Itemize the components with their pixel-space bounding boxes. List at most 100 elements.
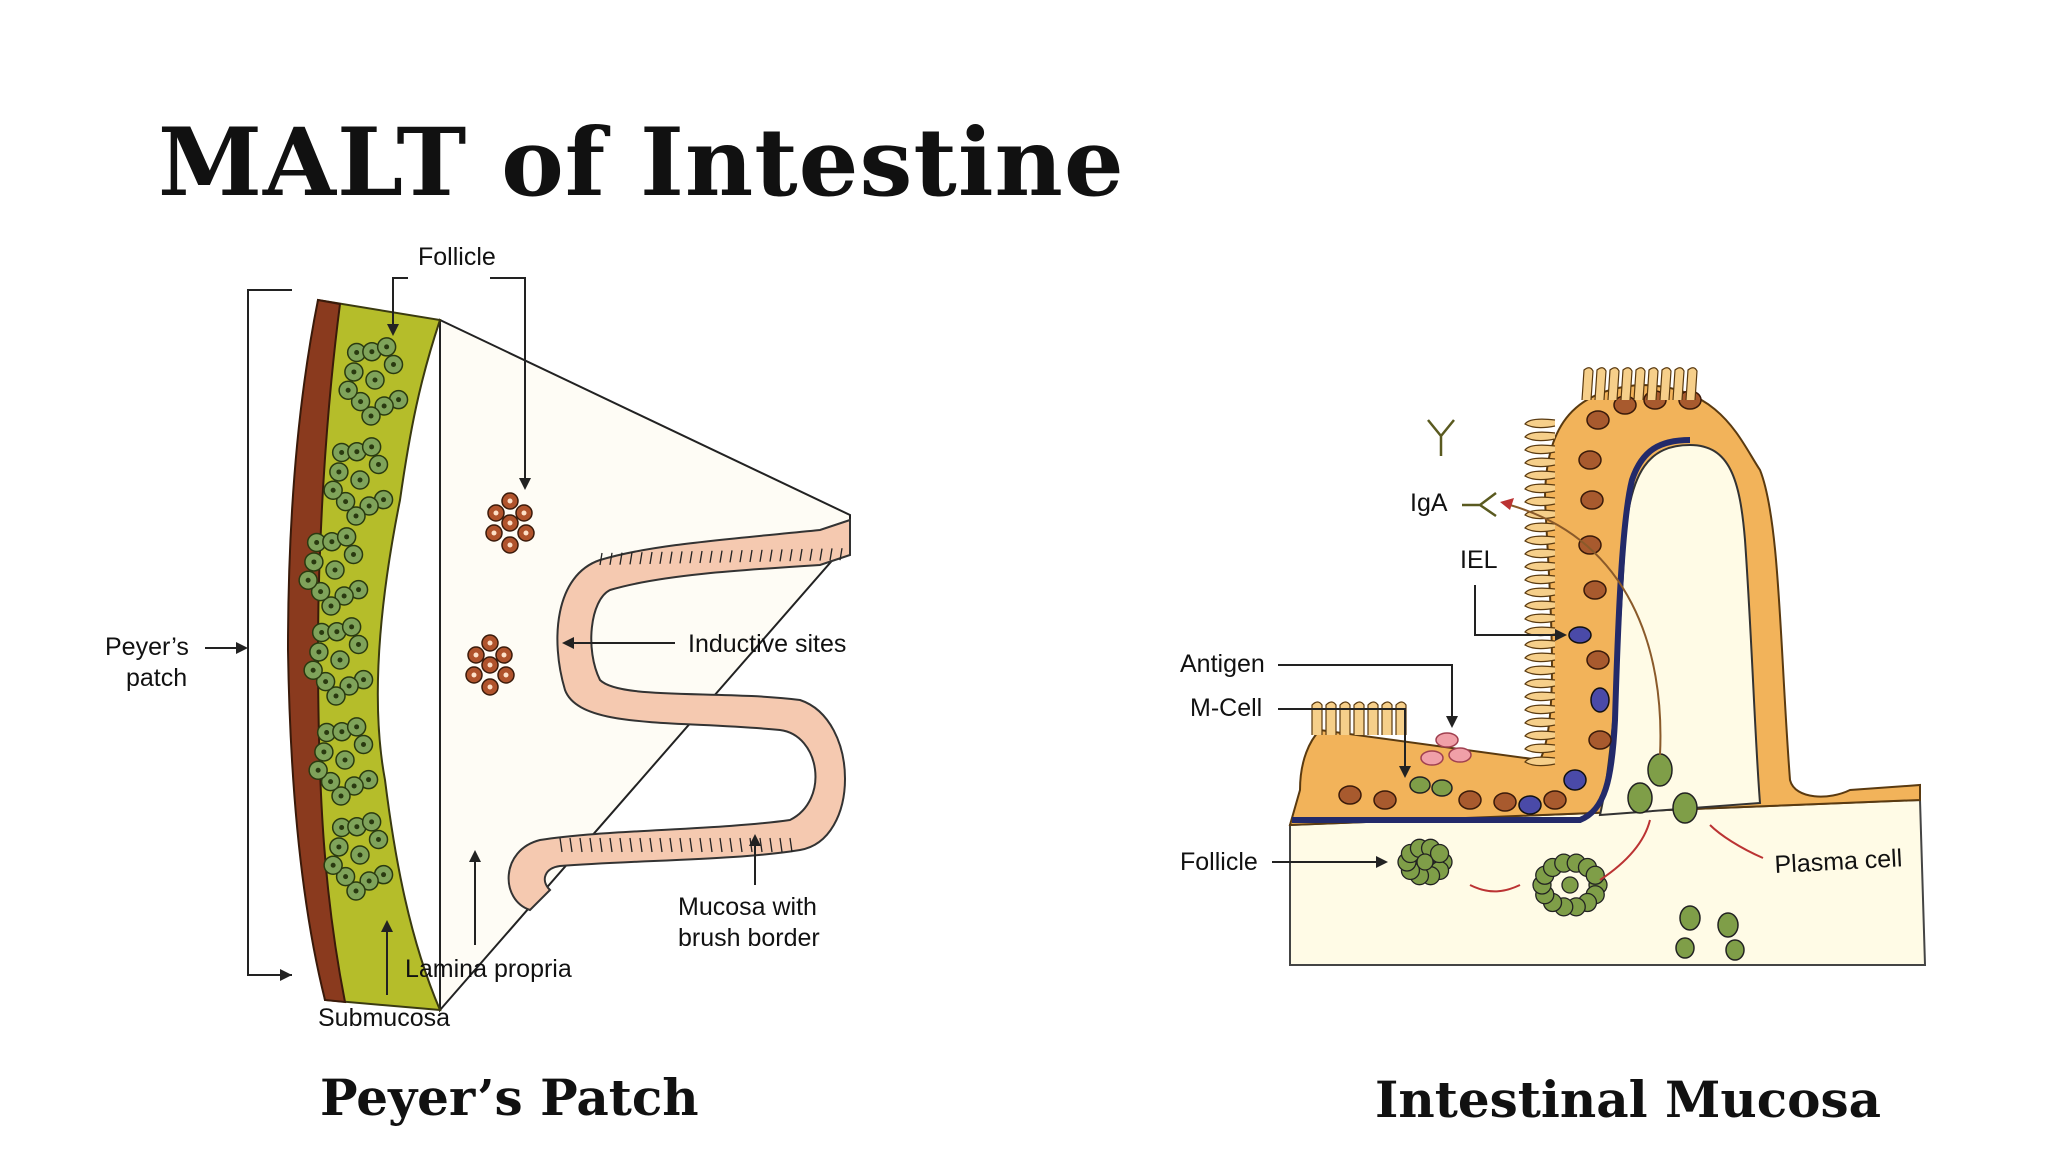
epithelial-nucleus — [1586, 650, 1610, 670]
microvillus — [1685, 367, 1698, 401]
follicle-cell-nucleus — [346, 683, 352, 689]
follicle-cell-nucleus — [324, 729, 330, 735]
follicle-cell-nucleus — [323, 679, 329, 685]
antigen-particle — [1420, 750, 1444, 766]
brush-border-tick — [649, 551, 653, 565]
caption-intestinal-mucosa: Intestinal Mucosa — [1375, 1070, 1882, 1129]
lymphocyte-nucleus — [507, 542, 513, 548]
follicle-cell-nucleus — [336, 844, 342, 850]
follicle-cell — [1561, 876, 1579, 894]
plasma-cell — [1717, 912, 1739, 938]
microvillus — [1524, 678, 1556, 689]
microvillus — [1524, 574, 1556, 585]
lymphocyte-nucleus — [487, 684, 493, 690]
label-iga: IgA — [1410, 489, 1448, 517]
brush-border-tick — [599, 552, 603, 566]
brush-border-tick — [659, 837, 663, 853]
follicle-cell-nucleus — [366, 503, 372, 509]
brush-border-tick — [709, 550, 713, 563]
brush-border-tick — [559, 837, 563, 853]
peyers-patch-diagram: Follicle Peyer’s patch Inductive sites M… — [105, 243, 851, 1032]
brush-border-tick — [609, 837, 613, 853]
label-submucosa: Submucosa — [318, 1004, 450, 1032]
brush-border-tick — [759, 837, 763, 853]
brush-border-tick — [779, 837, 783, 853]
lamina-base — [1289, 798, 1927, 966]
microvillus — [1367, 701, 1379, 735]
iga-secretion-arrow — [1509, 504, 1662, 756]
brush-border-tick — [699, 837, 703, 853]
brush-border-tick — [639, 552, 643, 565]
label-lamina-propria: Lamina propria — [405, 955, 572, 983]
follicle-cell-nucleus — [351, 783, 357, 789]
follicle-cell-nucleus — [311, 559, 317, 565]
follicle-cell-nucleus — [315, 767, 321, 773]
lymphocyte-cluster — [485, 492, 535, 554]
m-cell-arrow — [1399, 766, 1411, 778]
lymphocyte-nucleus — [493, 510, 499, 516]
migration-arrow — [1709, 824, 1764, 859]
brush-border-tick — [579, 837, 583, 853]
microvillus — [1524, 613, 1556, 624]
follicle-cell-nucleus — [396, 397, 402, 403]
follicle-cell-nucleus — [330, 487, 336, 493]
brush-border-tick — [799, 548, 803, 562]
epithelial-nucleus — [1373, 790, 1397, 810]
follicle-cell-nucleus — [305, 577, 311, 583]
follicle-pointer-2 — [490, 277, 526, 480]
brush-border-tick — [739, 550, 743, 563]
follicle-cell-nucleus — [366, 777, 372, 783]
follicle-cell-nucleus — [339, 824, 345, 830]
epithelial-nucleus — [1543, 790, 1567, 810]
label-m-cell: M-Cell — [1190, 694, 1262, 722]
brush-border — [559, 548, 843, 853]
label-mucosa-1: Mucosa with — [678, 893, 817, 921]
follicle-cell-nucleus — [356, 642, 362, 648]
follicle-cluster — [308, 717, 379, 806]
microvillus — [1311, 701, 1323, 735]
brush-border-tick — [819, 548, 823, 561]
brush-border-tick — [809, 548, 813, 561]
microvillus — [1633, 367, 1646, 401]
microvillus — [1381, 701, 1393, 735]
follicle-cell-nucleus — [361, 677, 367, 683]
follicle-arrow-2 — [519, 478, 531, 490]
follicle-cell-nucleus — [316, 649, 322, 655]
iga-secretion-arrow-head — [1500, 498, 1514, 510]
brush-border-tick — [769, 549, 773, 562]
iel-pointer — [1474, 585, 1558, 636]
follicle-cell-nucleus — [369, 349, 375, 355]
lymphocyte-nucleus — [471, 672, 477, 678]
epithelial-nucleus — [1580, 490, 1604, 510]
page-title: MALT of Intestine — [158, 108, 1125, 218]
label-follicle-left: Follicle — [418, 243, 496, 271]
microvillus — [1524, 496, 1556, 507]
follicle-cell-nucleus — [351, 552, 357, 558]
brush-border-tick — [669, 551, 673, 564]
follicle-cell-nucleus — [333, 693, 339, 699]
brush-border-tick — [689, 551, 693, 564]
m-cell-lymphocyte — [1431, 779, 1453, 797]
follicle-cell-nucleus — [339, 729, 345, 735]
follicle-arrow-right — [1376, 856, 1388, 868]
m-cell-pointer — [1278, 708, 1406, 770]
iga-antibody-icon — [1427, 419, 1497, 518]
label-antigen: Antigen — [1180, 650, 1265, 678]
microvillus — [1524, 457, 1556, 468]
follicle-cell-nucleus — [314, 539, 320, 545]
brush-border-tick — [679, 551, 683, 564]
brush-border-tick — [749, 549, 753, 563]
follicle-cell-nucleus — [372, 377, 378, 383]
follicle-cell-nucleus — [384, 344, 390, 350]
iel-cell — [1568, 626, 1592, 644]
follicle-cell-nucleus — [353, 888, 359, 894]
lymphocyte-nucleus — [473, 652, 479, 658]
follicle-cluster — [303, 617, 374, 706]
follicle-cell-nucleus — [319, 629, 325, 635]
follicle-cell — [1585, 865, 1605, 885]
label-plasma-cell: Plasma cell — [1774, 844, 1903, 879]
follicle-cell-nucleus — [343, 499, 349, 505]
epithelial-nucleus — [1578, 450, 1602, 470]
intestinal-mucosa-diagram: IgA IEL Antigen M-Cell Follicle Plasma c… — [1180, 367, 1927, 966]
brush-border-tick — [829, 548, 833, 561]
